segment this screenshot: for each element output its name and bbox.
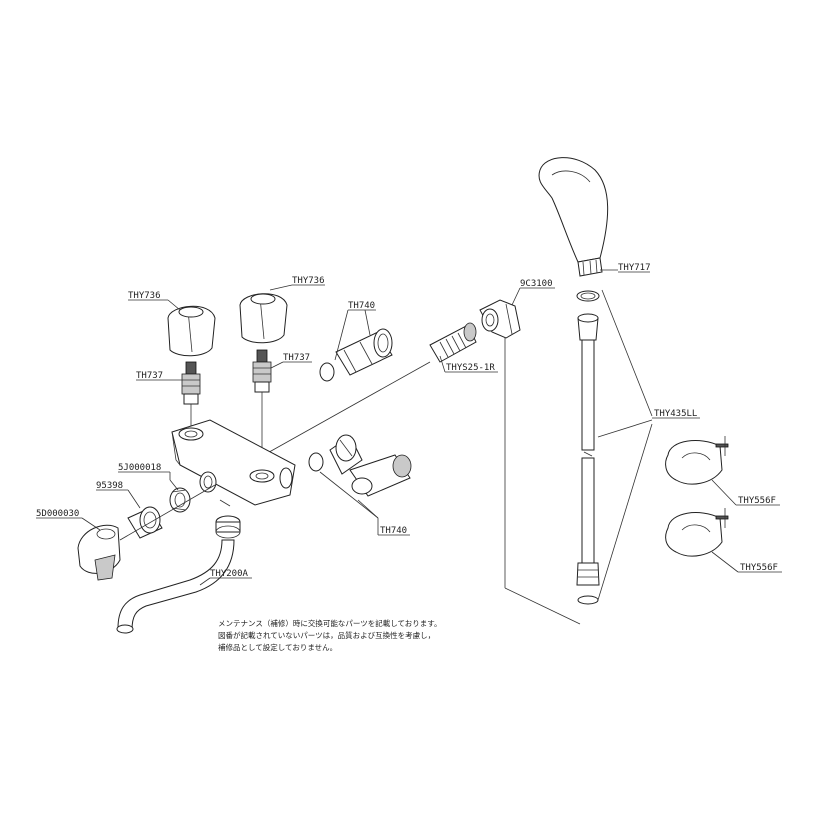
shower-head xyxy=(538,157,609,277)
label-th740-top: TH740 xyxy=(348,301,375,311)
cartridge-left xyxy=(181,361,201,405)
label-thys25-1r: THYS25-1R xyxy=(446,363,495,373)
washer xyxy=(576,290,600,302)
faucet-body xyxy=(171,419,296,507)
label-thy435ll: THY435LL xyxy=(654,409,697,419)
switch-valve-top xyxy=(319,328,393,382)
label-thy200a: THY200A xyxy=(210,569,249,579)
label-th740-bottom: TH740 xyxy=(380,526,407,536)
label-95398: 95398 xyxy=(96,481,123,491)
cartridge-right xyxy=(252,349,272,393)
label-thy717: THY717 xyxy=(618,263,651,273)
o-ring xyxy=(319,362,335,382)
handle-left xyxy=(167,305,216,357)
label-thy556f-bottom: THY556F xyxy=(740,563,778,573)
threaded-adapter xyxy=(429,322,477,363)
label-th737-right: TH737 xyxy=(283,353,310,363)
label-thy736-right: THY736 xyxy=(292,276,325,286)
note-line-1: メンテナンス（補修）時に交換可能なパーツを記載しております。 xyxy=(218,618,442,628)
label-5j000018: 5J000018 xyxy=(118,463,161,473)
knob-5d000030 xyxy=(77,524,121,581)
handle-right xyxy=(239,293,288,344)
label-th737-left: TH737 xyxy=(136,371,163,381)
cap-5j000018 xyxy=(169,487,191,513)
label-5d000030: 5D000030 xyxy=(36,509,79,519)
elbow-fitting xyxy=(479,299,521,339)
shower-hose xyxy=(576,313,600,605)
spout xyxy=(116,539,235,634)
note-line-2: 図番が記載されていないパーツは，品質および互換性を考慮し， xyxy=(218,630,435,640)
note-line-3: 補修品として設定しておりません。 xyxy=(218,642,337,652)
label-thy556f-top: THY556F xyxy=(738,496,776,506)
ring-95398 xyxy=(127,506,163,539)
switch-valve-bottom xyxy=(308,434,412,497)
label-thy736-left: THY736 xyxy=(128,291,161,301)
label-9c3100: 9C3100 xyxy=(520,279,553,289)
holder-top xyxy=(665,436,729,485)
holder-bottom xyxy=(665,508,729,557)
